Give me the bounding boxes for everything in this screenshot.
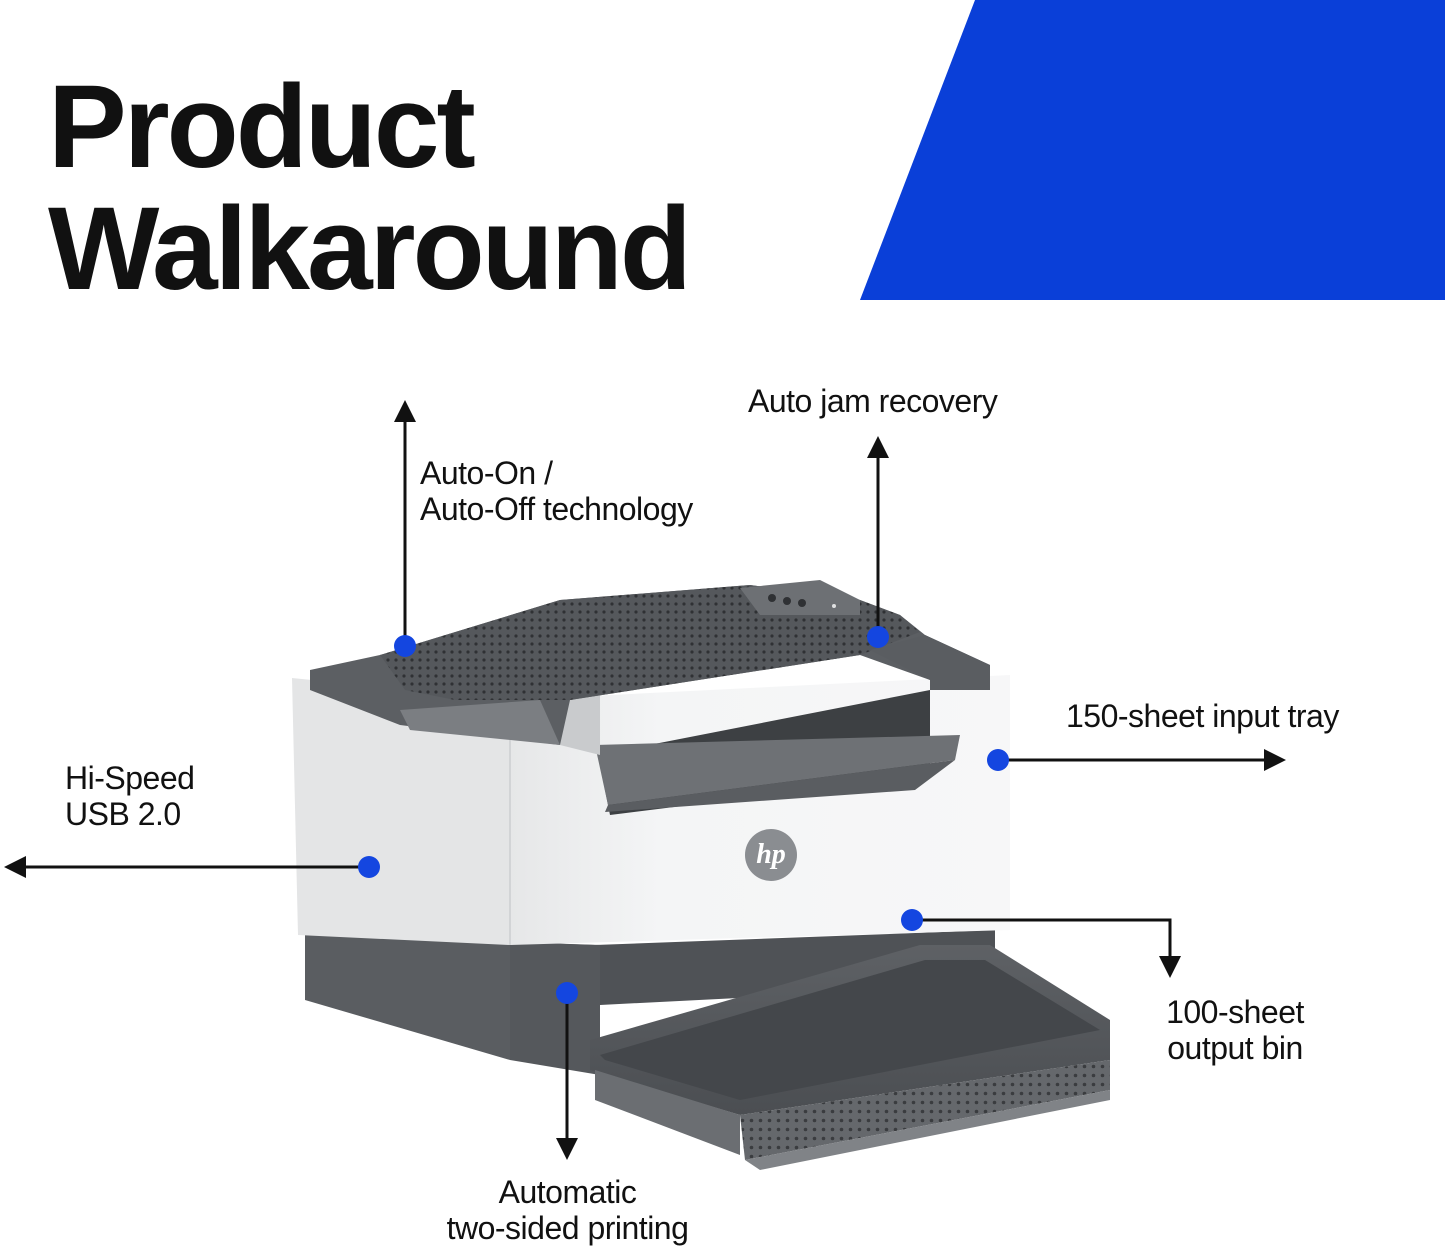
arrowhead-left-icon xyxy=(4,856,26,878)
arrowhead-down-icon xyxy=(556,1138,578,1160)
label-input-tray: 150-sheet input tray xyxy=(1066,698,1339,734)
title-line-1: Product xyxy=(48,61,476,193)
arrow-output-bin xyxy=(912,918,1172,958)
page-title: Product Walkaround xyxy=(48,61,692,315)
marker-dot-icon xyxy=(556,982,578,1004)
arrowhead-down-icon xyxy=(1159,956,1181,978)
blue-banner-shape xyxy=(860,0,1445,300)
printer-body xyxy=(292,675,1010,945)
arrowhead-up-icon xyxy=(867,436,889,458)
marker-dot-icon xyxy=(987,749,1009,771)
hp-logo: hp xyxy=(745,829,797,881)
label-auto-jam-recovery: Auto jam recovery xyxy=(748,383,998,419)
callout-markers xyxy=(358,626,1009,1004)
arrowhead-up-icon xyxy=(394,400,416,422)
label-duplex: Automatic two-sided printing xyxy=(446,1174,689,1246)
label-output-bin: 100-sheet output bin xyxy=(1166,994,1304,1066)
printer-top-cover xyxy=(310,580,990,745)
marker-dot-icon xyxy=(901,909,923,931)
marker-dot-icon xyxy=(358,856,380,878)
marker-dot-icon xyxy=(867,626,889,648)
arrowhead-right-icon xyxy=(1264,749,1286,771)
callout-arrows xyxy=(4,400,1286,1160)
title-line-2: Walkaround xyxy=(48,183,692,315)
label-auto-on-off: Auto-On / Auto-Off technology xyxy=(420,455,693,527)
marker-dot-icon xyxy=(394,635,416,657)
label-usb: Hi-Speed USB 2.0 xyxy=(65,760,195,832)
printer-output-tray xyxy=(590,945,1110,1170)
